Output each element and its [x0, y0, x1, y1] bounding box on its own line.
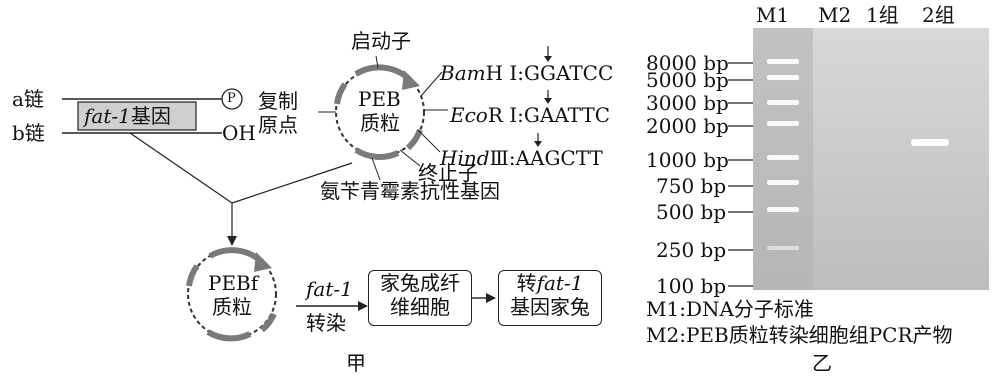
marker-500: 500 bp	[656, 200, 727, 224]
terminator-label: 终止子	[418, 161, 478, 185]
amp-gene-label: 氨苄青霉素抗性基因	[320, 179, 500, 203]
pebf-name-line2: 质粒	[212, 295, 252, 319]
gene-label: fat-1基因	[84, 104, 171, 128]
phosphate-label: P	[227, 91, 236, 106]
fibroblast-line2: 维细胞	[390, 295, 450, 319]
promoter-arrow	[402, 70, 420, 90]
legend-m2: M2:PEB质粒转染细胞组PCR产物	[646, 323, 953, 347]
gel-bands	[753, 28, 989, 290]
strand-b-label: b链	[12, 121, 45, 145]
lane-m1: M1	[756, 3, 790, 27]
pebf-name-line1: PEBf	[208, 271, 259, 295]
fibroblast-line1: 家兔成纤	[380, 271, 460, 295]
ori-label-line1: 复制	[258, 89, 298, 113]
peb-plasmid	[318, 55, 448, 181]
hind3-site: HindⅢ:AAGCTT	[440, 146, 603, 170]
marker-2000: 2000 bp	[646, 114, 729, 138]
promoter-label: 启动子	[351, 29, 411, 53]
terminator-segment	[405, 128, 423, 151]
amp-segment	[354, 147, 400, 160]
rabbit-line2: 基因家兔	[510, 295, 590, 319]
gene-box	[77, 101, 197, 131]
marker-8000: 8000 bp	[646, 51, 729, 75]
peb-name-line2: 质粒	[360, 111, 400, 135]
legend-m1: M1:DNA分子标准	[646, 297, 814, 321]
lane-m2: M2	[818, 3, 852, 27]
marker-1000: 1000 bp	[646, 148, 729, 172]
rabbit-line1: 转fat-1	[516, 271, 584, 295]
peb-name-line1: PEB	[358, 87, 401, 111]
marker-750: 750 bp	[656, 174, 727, 198]
lane-1: 1组	[866, 3, 899, 27]
fat1-arrow-label: fat-1	[306, 277, 353, 301]
panel-b-caption: 乙	[812, 351, 832, 375]
strand-a-label: a链	[12, 87, 44, 111]
lane-2: 2组	[922, 3, 955, 27]
marker-250: 250 bp	[656, 238, 727, 262]
marker-3000: 3000 bp	[646, 91, 729, 115]
panel-a-caption: 甲	[346, 351, 366, 375]
group2-band	[911, 139, 949, 146]
gel-image	[753, 28, 989, 290]
ecor1-site: EcoR Ⅰ:GAATTC	[450, 103, 611, 127]
ori-segment	[334, 82, 348, 105]
pebf-plasmid	[186, 247, 277, 342]
bamh1-site: BamH Ⅰ:GGATCC	[440, 61, 614, 85]
ladder-bands	[767, 59, 799, 250]
transgenic-rabbit-box: 转fat-1 基因家兔	[498, 270, 602, 326]
phosphate-circle	[221, 88, 243, 110]
transfect-label: 转染	[306, 311, 346, 335]
marker-5000: 5000 bp	[646, 68, 729, 92]
cut-site-arrows	[534, 46, 552, 147]
ori-label-line2: 原点	[258, 113, 298, 137]
oh-label: OH	[222, 121, 256, 145]
marker-100: 100 bp	[656, 274, 727, 298]
fibroblast-box: 家兔成纤 维细胞	[368, 270, 472, 326]
